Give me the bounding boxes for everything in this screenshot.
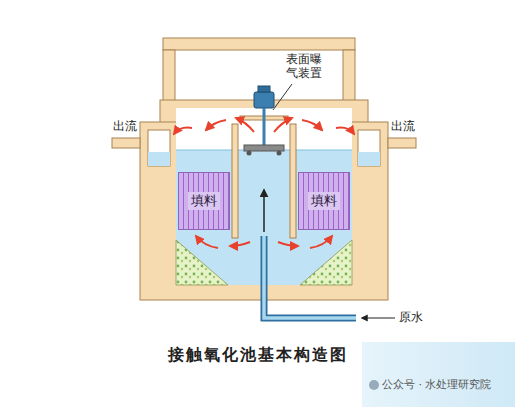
trough-water [148,152,170,166]
packing-block: 填料 [178,172,230,230]
surface-aerator [240,86,288,156]
flow-arrow [263,190,265,232]
outflow-trough [148,130,170,166]
packing-block: 填料 [298,172,350,230]
leader-line [273,84,292,110]
inlet-pipe [264,236,356,318]
flow-arrows [174,118,354,248]
outflow-trough [358,130,380,166]
trough-water [358,152,380,166]
air-space [176,108,352,150]
baffle-wall [232,124,238,238]
sludge-hopper [300,240,352,285]
part-label: 表面曝气装置 [286,52,323,81]
node-text: 填料 [188,192,220,210]
inlet-label: 原水 [399,310,423,324]
outlet-label: 出流 [113,119,137,133]
sludge-hopper [176,240,228,285]
outlet-label: 出流 [391,119,415,133]
baffle-wall [290,124,296,238]
watermark: 公众号 · 水处理研究院 [382,378,492,391]
flow-arrow [362,317,395,318]
watermark-panel [362,342,515,407]
caption: 接触氧化池基本构造图 [168,345,348,366]
support-frame [163,38,355,102]
node-text: 填料 [308,192,340,210]
watermark-icon [369,380,379,390]
